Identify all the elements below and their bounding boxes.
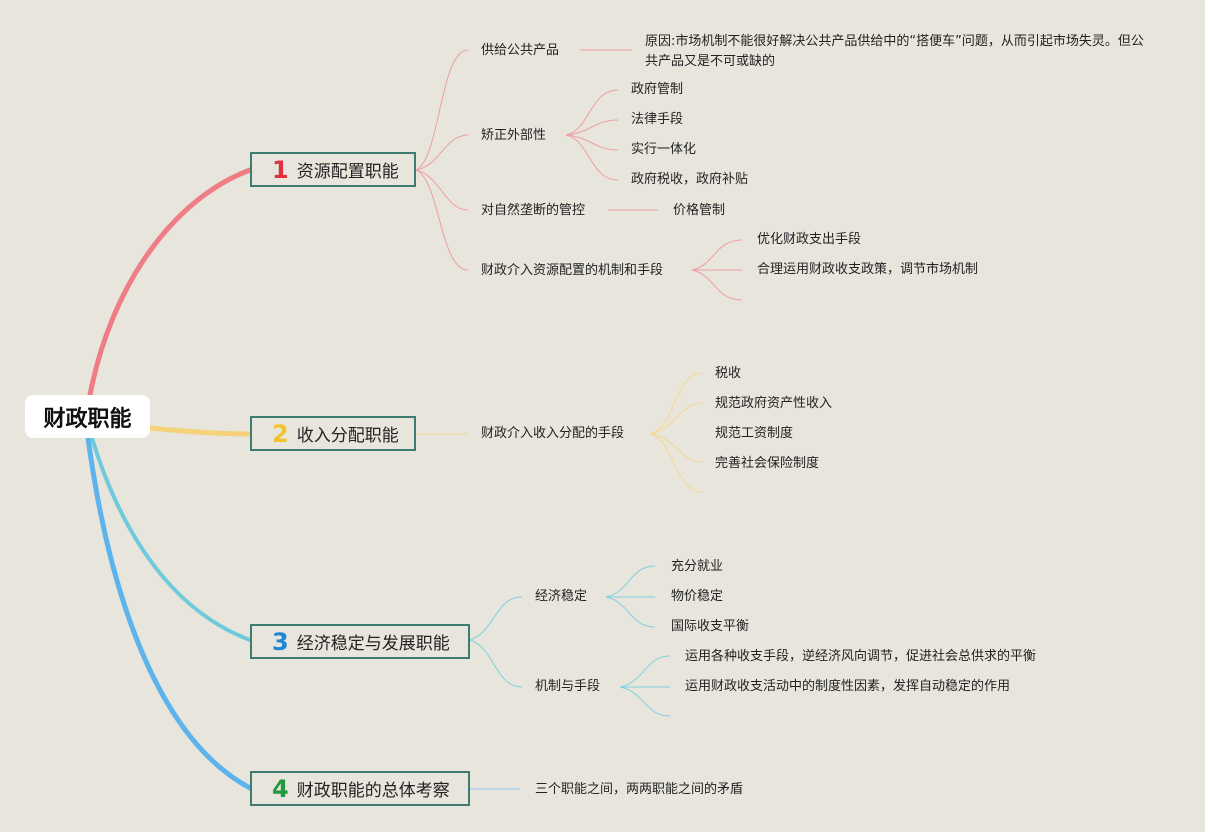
node-legal-means[interactable]: 法律手段 bbox=[631, 112, 684, 127]
node-contradictions[interactable]: 三个职能之间，两两职能之间的矛盾 bbox=[535, 782, 744, 797]
branch-number: 2 bbox=[272, 419, 289, 448]
branch-number: 4 bbox=[272, 774, 289, 803]
node-balance-of-payments[interactable]: 国际收支平衡 bbox=[671, 619, 750, 634]
node-full-employment[interactable]: 充分就业 bbox=[671, 559, 724, 574]
branch-label: 收入分配职能 bbox=[296, 426, 399, 446]
branch-label: 资源配置职能 bbox=[296, 162, 399, 182]
node-mechanism[interactable]: 机制与手段 bbox=[535, 679, 601, 694]
node-integration[interactable]: 实行一体化 bbox=[631, 142, 697, 157]
root-title: 财政职能 bbox=[43, 406, 132, 432]
branch-label: 经济稳定与发展职能 bbox=[296, 634, 450, 654]
branch-number: 1 bbox=[272, 155, 289, 184]
node-tax-subsidy[interactable]: 政府税收，政府补贴 bbox=[631, 172, 749, 187]
node-auto-stabilizer[interactable]: 运用财政收支活动中的制度性因素，发挥自动稳定的作用 bbox=[685, 679, 1011, 694]
node-taxation[interactable]: 税收 bbox=[715, 366, 742, 381]
node-public-goods-reason[interactable]: 原因:市场机制不能很好解决公共产品供给中的“搭便车”问题，从而引起市场失灵。但公… bbox=[645, 34, 1144, 69]
branch-income-distribution[interactable]: 2 收入分配职能 bbox=[250, 416, 416, 451]
branch-overall-review[interactable]: 4 财政职能的总体考察 bbox=[250, 771, 470, 806]
node-asset-income[interactable]: 规范政府资产性收入 bbox=[715, 396, 833, 411]
node-public-goods[interactable]: 供给公共产品 bbox=[481, 43, 560, 58]
node-allocation-mechanism[interactable]: 财政介入资源配置的机制和手段 bbox=[481, 263, 664, 278]
node-social-insurance[interactable]: 完善社会保险制度 bbox=[715, 456, 820, 471]
branch-resource-allocation[interactable]: 1 资源配置职能 bbox=[250, 152, 416, 187]
branch-label: 财政职能的总体考察 bbox=[296, 781, 450, 801]
node-price-stability[interactable]: 物价稳定 bbox=[671, 589, 724, 604]
node-wage-system[interactable]: 规范工资制度 bbox=[715, 426, 794, 441]
node-fiscal-policy[interactable]: 合理运用财政收支政策，调节市场机制 bbox=[757, 262, 979, 277]
node-stability[interactable]: 经济稳定 bbox=[535, 589, 588, 604]
node-externality[interactable]: 矫正外部性 bbox=[481, 128, 547, 143]
node-optimize-expenditure[interactable]: 优化财政支出手段 bbox=[757, 232, 862, 247]
node-distribution-means[interactable]: 财政介入收入分配的手段 bbox=[481, 426, 625, 441]
node-countercyclical[interactable]: 运用各种收支手段，逆经济风向调节，促进社会总供求的平衡 bbox=[685, 649, 1037, 664]
node-natural-monopoly[interactable]: 对自然垄断的管控 bbox=[481, 203, 586, 218]
node-price-control[interactable]: 价格管制 bbox=[673, 203, 726, 218]
node-gov-regulation[interactable]: 政府管制 bbox=[631, 82, 684, 97]
branch-number: 3 bbox=[272, 627, 289, 656]
branch-economic-stability[interactable]: 3 经济稳定与发展职能 bbox=[250, 624, 470, 659]
root-node[interactable]: 财政职能 bbox=[25, 395, 150, 438]
